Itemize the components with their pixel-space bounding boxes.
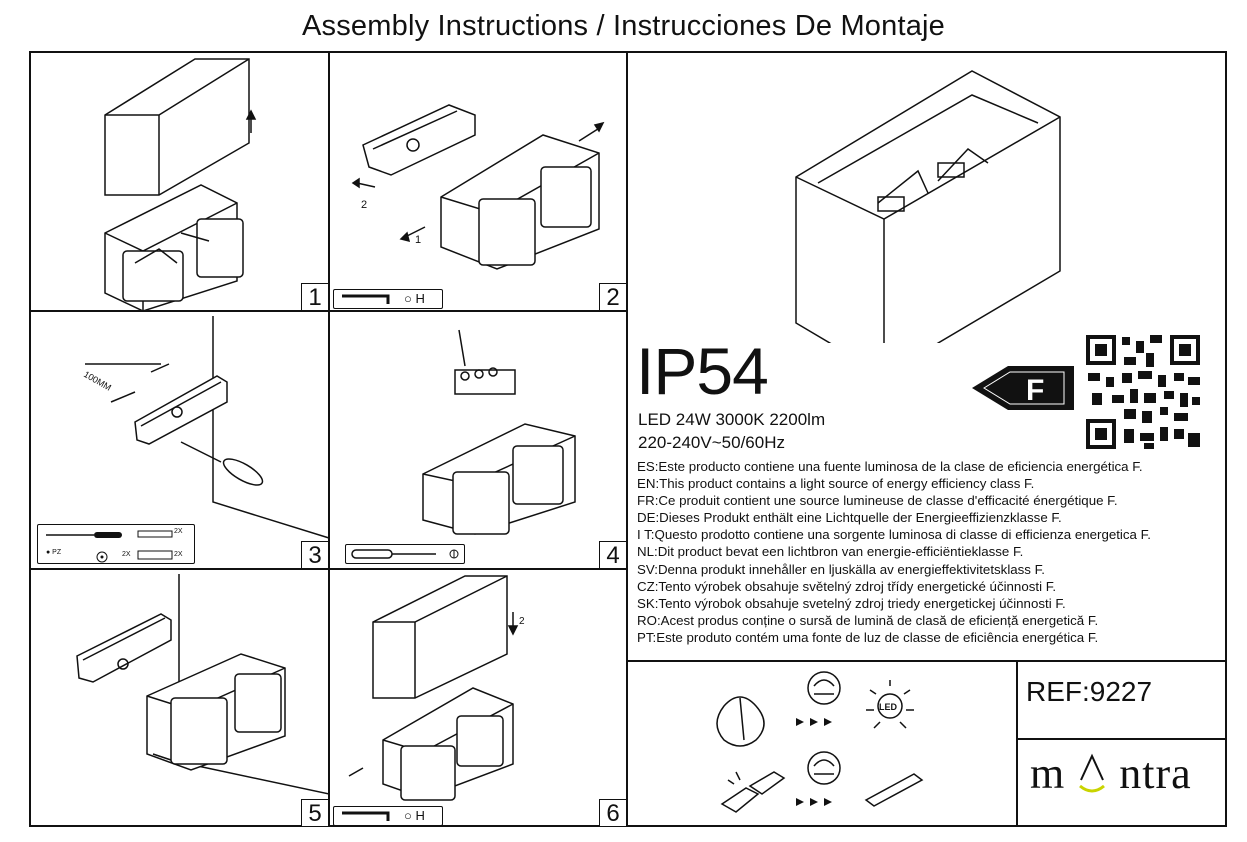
divider [30, 310, 627, 312]
svg-text:2: 2 [361, 199, 367, 211]
step-2-illustration: 2 1 [351, 104, 605, 270]
step-4-panel: 4 [329, 312, 626, 568]
energy-statement-pt: PT:Este produto contém uma fonte de luz … [637, 629, 1099, 645]
energy-statement-it: I T:Questo prodotto contiene una sorgent… [637, 527, 1151, 543]
mounting-kit-box: ● PZ 2X 2X 2X [37, 524, 195, 564]
step-1-panel: 1 [31, 53, 328, 310]
step-number: 1 [301, 283, 328, 310]
product-illustration [795, 70, 1061, 343]
tool-hex-key-box: ○ H [333, 289, 443, 309]
energy-class-arrow: F [972, 366, 1074, 410]
energy-statement-en: EN:This product contains a light source … [637, 476, 1035, 492]
divider [30, 568, 627, 570]
energy-statement-sk: SK:Tento výrobok obsahuje svetelný zdroj… [637, 595, 1066, 611]
brand-logo-mark [1079, 753, 1106, 793]
pz-label: ● PZ [46, 549, 62, 556]
step-3-panel: 100MM ● PZ 2X 2X 2X 3 [31, 312, 328, 568]
energy-statement-de: DE:Dieses Produkt enthält eine Lichtquel… [637, 510, 1062, 526]
anchor-qty: 2X [122, 551, 131, 558]
step-2-panel: 2 1 ○ H 2 [329, 53, 626, 310]
step-6-panel: 2 ○ H 6 [329, 570, 626, 826]
step-number: 6 [599, 799, 626, 826]
divider [1016, 660, 1018, 826]
hex-key-icon [342, 294, 390, 304]
tool-screwdriver-box [345, 544, 465, 564]
energy-statement-es: ES:Este producto contiene una fuente lum… [637, 459, 1143, 474]
step-5-illustration [76, 574, 328, 795]
tool-label: ○ H [404, 291, 425, 306]
hex-key-icon [342, 811, 390, 821]
led-label: LED [879, 702, 898, 712]
step-3-illustration: 100MM [82, 316, 328, 539]
instruction-sheet [29, 51, 1227, 827]
qr-code-icon [1084, 333, 1202, 451]
energy-statement-sv: SV:Denna produkt innehåller en ljuskälla… [637, 561, 1045, 577]
divider [328, 52, 330, 826]
tool-label: ○ H [404, 808, 425, 823]
screw-qty: 2X [174, 528, 183, 535]
step-number: 4 [599, 541, 626, 568]
document-title: Assembly Instructions / Instrucciones De… [301, 10, 946, 42]
spec-voltage: 220-240V~50/60Hz [638, 433, 785, 452]
brand-logo-part: ntra [1119, 749, 1192, 798]
replacement-icons: LED [716, 671, 924, 813]
energy-statement-fr: FR:Ce produit contient une source lumine… [637, 493, 1118, 509]
brand-logo: m ntra [1030, 748, 1192, 799]
dimension-label: 100MM [82, 369, 113, 393]
brand-logo-part: m [1030, 749, 1066, 798]
anchor-qty: 2X [174, 551, 183, 558]
step-number: 5 [301, 799, 328, 826]
ip-rating: IP54 [636, 334, 769, 408]
divider [627, 660, 1226, 662]
energy-class-letter: F [1026, 374, 1044, 407]
step-4-illustration [422, 329, 576, 535]
divider [1017, 738, 1226, 740]
tool-hex-key-box: ○ H [333, 806, 443, 826]
energy-statement-nl: NL:Dit product bevat een lichtbron van e… [637, 544, 1024, 560]
step-6-illustration: 2 [348, 575, 525, 801]
svg-text:1: 1 [415, 234, 421, 246]
spec-power: LED 24W 3000K 2200lm [638, 410, 826, 429]
energy-statement-ro: RO:Acest produs conține o sursă de lumin… [637, 612, 1099, 628]
screwdriver-icon [351, 549, 459, 559]
energy-statement-cz: CZ:Tento výrobek obsahuje světelný zdroj… [637, 578, 1057, 594]
screwdriver-icon [46, 530, 173, 563]
step-1-illustration [104, 58, 257, 310]
reference-code: REF:9227 [1026, 676, 1153, 707]
svg-text:2: 2 [519, 616, 525, 627]
divider [626, 52, 628, 826]
step-number: 3 [301, 541, 328, 568]
energy-label-statements: ES:Este producto contiene una fuente lum… [637, 458, 1151, 646]
step-number: 2 [599, 283, 626, 310]
step-5-panel: 5 [31, 570, 328, 826]
